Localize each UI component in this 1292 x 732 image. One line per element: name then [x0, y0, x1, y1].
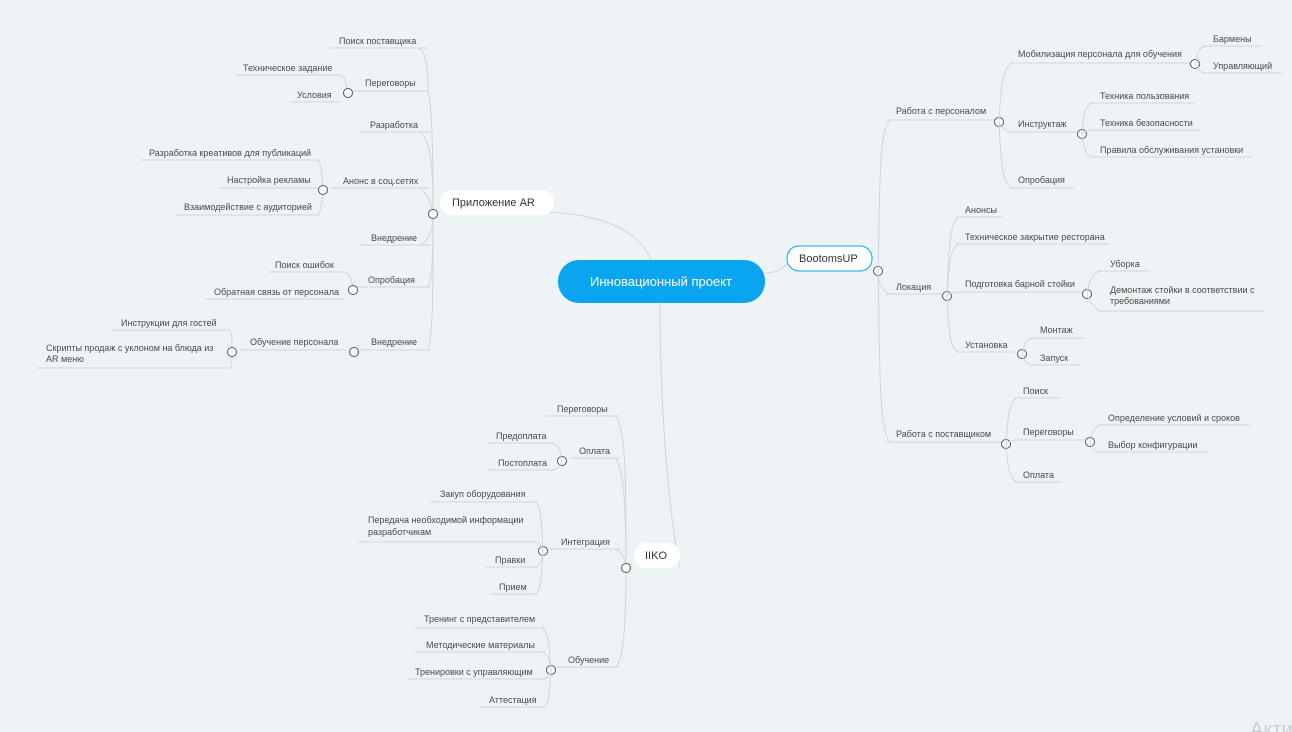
node-label[interactable]: Прием — [499, 582, 527, 592]
branch-ar-label: Приложение AR — [452, 197, 535, 209]
node-label[interactable]: Выбор конфигурации — [1108, 440, 1198, 450]
branch-iiko-label: IIKO — [645, 550, 667, 562]
node-label[interactable]: Мобилизация персонала для обучения — [1018, 49, 1182, 59]
node-label[interactable]: Инструктаж — [1018, 119, 1067, 129]
branch-bootoms: BootomsUP — [786, 34, 1282, 483]
node-label[interactable]: Техника безопасности — [1100, 118, 1193, 128]
node-label[interactable]: Аттестация — [489, 695, 537, 705]
node-label[interactable]: Обучение персонала — [250, 337, 338, 347]
node-label[interactable]: AR меню — [46, 354, 84, 364]
node-label[interactable]: Правила обслуживания установки — [1100, 145, 1243, 155]
branch-node-bootoms[interactable] — [786, 245, 873, 272]
collapse-knob[interactable] — [348, 285, 358, 295]
node-label[interactable]: Оплата — [579, 446, 610, 456]
node-label[interactable]: Настройка рекламы — [227, 175, 311, 185]
node-label[interactable]: Определение условий и сроков — [1108, 413, 1240, 423]
node-label[interactable]: Переговоры — [1023, 427, 1074, 437]
collapse-knob[interactable] — [621, 563, 631, 573]
root-node[interactable]: Инновационный проект — [558, 260, 765, 303]
node-label[interactable]: Запуск — [1040, 353, 1068, 363]
node-label[interactable]: разработчикам — [368, 527, 431, 537]
node-label[interactable]: Локация — [896, 282, 931, 292]
node-label[interactable]: Скрипты продаж с уклоном на блюда из — [46, 343, 213, 353]
node-label[interactable]: Обучение — [568, 655, 609, 665]
node-label[interactable]: Управляющий — [1213, 61, 1272, 71]
node-label[interactable]: Работа с поставщиком — [896, 429, 991, 439]
node-label[interactable]: Уборка — [1110, 259, 1140, 269]
node-label[interactable]: Постоплата — [498, 458, 547, 468]
node-label[interactable]: Анонсы — [965, 205, 997, 215]
collapse-knob[interactable] — [318, 185, 328, 195]
collapse-knob[interactable] — [428, 209, 438, 219]
node-label[interactable]: Обратная связь от персонала — [214, 287, 339, 297]
collapse-knob[interactable] — [227, 347, 237, 357]
node-label[interactable]: Правки — [495, 555, 525, 565]
branch-iiko: Переговоры Предоплата Оплата Постоплата … — [358, 404, 680, 708]
collapse-knob[interactable] — [349, 347, 359, 357]
node-label[interactable]: Подготовка барной стойки — [965, 279, 1075, 289]
node-label[interactable]: Техническое задание — [243, 63, 332, 73]
node-label[interactable]: Интеграция — [561, 537, 610, 547]
node-label[interactable]: Бармены — [1213, 34, 1252, 44]
node-label[interactable]: Поиск ошибок — [275, 260, 334, 270]
activation-watermark: Акти — [1250, 719, 1292, 732]
collapse-knob[interactable] — [343, 88, 353, 98]
branch-node-ar[interactable] — [440, 190, 554, 215]
node-label[interactable]: Переговоры — [557, 404, 608, 414]
branch-ar: Поиск поставщика Техническое задание Пер… — [36, 36, 554, 369]
branch-bootoms-label: BootomsUP — [799, 253, 858, 265]
node-label[interactable]: Разработка — [370, 120, 418, 130]
node-label[interactable]: Тренировки с управляющим — [415, 667, 533, 677]
node-label[interactable]: Предоплата — [496, 431, 547, 441]
node-label[interactable]: Внедрение — [371, 337, 417, 347]
node-label[interactable]: Опробация — [1018, 175, 1065, 185]
node-label[interactable]: Оплата — [1023, 470, 1054, 480]
node-label[interactable]: требованиями — [1110, 296, 1170, 306]
node-label[interactable]: Взаимодействие с аудиторией — [184, 202, 312, 212]
branch-node-iiko[interactable] — [634, 543, 680, 568]
root-node-label: Инновационный проект — [590, 274, 732, 289]
node-label[interactable]: Работа с персоналом — [896, 106, 986, 116]
node-label[interactable]: Демонтаж стойки в соответствии с — [1110, 285, 1255, 295]
node-label[interactable]: Установка — [965, 340, 1008, 350]
node-label[interactable]: Техническое закрытие ресторана — [965, 232, 1105, 242]
node-label[interactable]: Передача необходимой информации — [368, 515, 523, 525]
node-label[interactable]: Переговоры — [365, 78, 416, 88]
node-label[interactable]: Условия — [297, 90, 332, 100]
node-label[interactable]: Техника пользования — [1100, 91, 1189, 101]
node-label[interactable]: Анонс в соц.сетях — [343, 176, 419, 186]
node-label[interactable]: Разработка креативов для публикаций — [149, 148, 311, 158]
node-label[interactable]: Опробация — [368, 275, 415, 285]
node-label[interactable]: Внедрение — [371, 233, 417, 243]
node-label[interactable]: Закуп оборудования — [440, 489, 526, 499]
node-label[interactable]: Инструкции для гостей — [121, 318, 217, 328]
node-label[interactable]: Поиск — [1023, 386, 1048, 396]
root-node-shape[interactable] — [558, 260, 765, 303]
node-label[interactable]: Тренинг с представителем — [424, 614, 535, 624]
node-label[interactable]: Методические материалы — [426, 640, 535, 650]
node-label[interactable]: Монтаж — [1040, 325, 1073, 335]
node-label[interactable]: Поиск поставщика — [339, 36, 416, 46]
